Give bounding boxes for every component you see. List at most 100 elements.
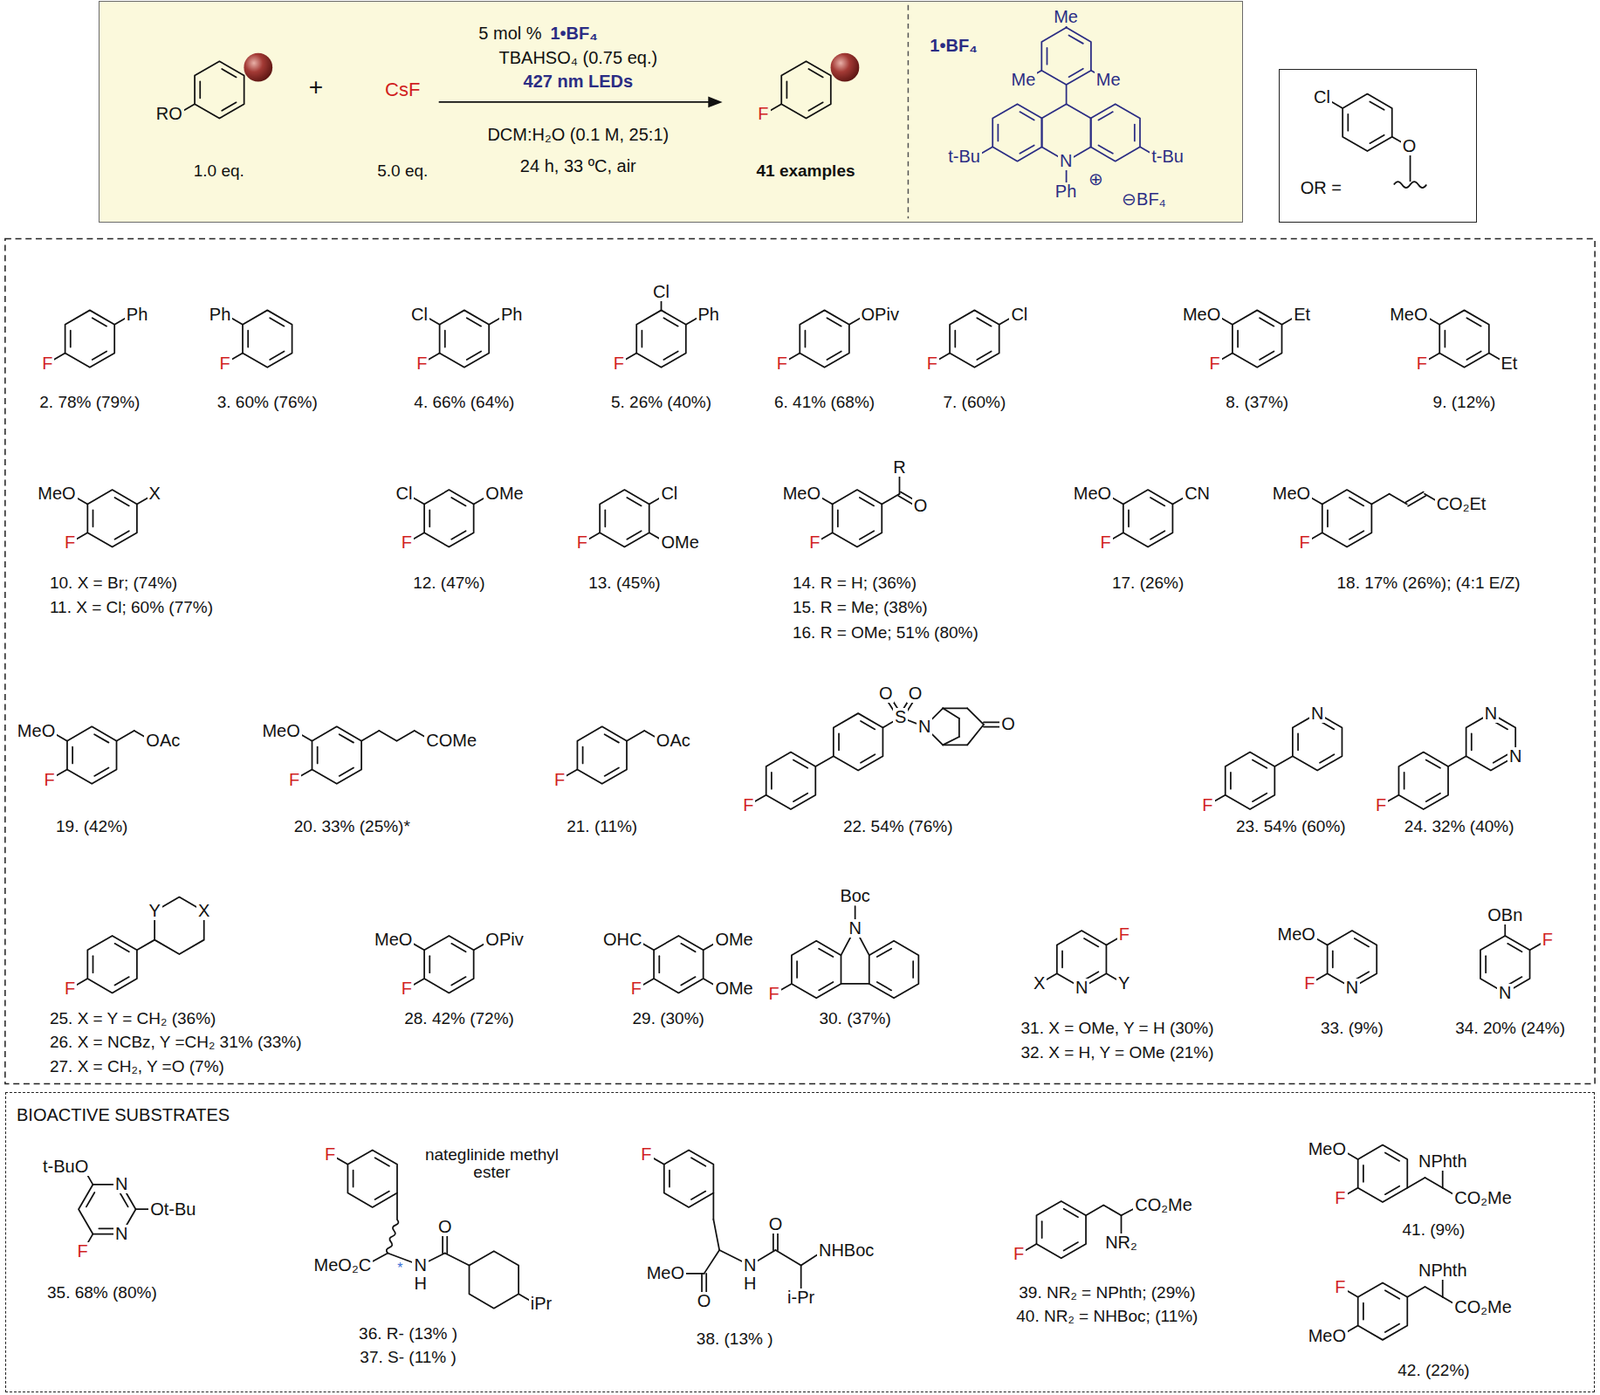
atom-label: Cl xyxy=(409,305,430,324)
examples-count: 41 examples xyxy=(754,162,857,180)
fluorine-label: F xyxy=(40,354,55,373)
bond-line xyxy=(604,509,606,527)
bond-line xyxy=(316,747,319,764)
atom-label: MeO xyxy=(35,484,77,503)
bond-line xyxy=(691,1191,706,1200)
atom-label: CN xyxy=(1182,484,1212,503)
fluorine-label: F xyxy=(287,770,302,790)
atom-label: t-BuO xyxy=(41,1157,90,1176)
catalyst-label: Me xyxy=(1094,70,1123,90)
atom-label: O xyxy=(767,1215,785,1234)
atom-label: N xyxy=(846,919,863,938)
yield-caption: 29. (30%) xyxy=(631,1009,707,1028)
bond-line xyxy=(114,530,129,539)
atom-label: H xyxy=(741,1274,758,1293)
atom-label: S xyxy=(892,707,908,727)
bond-line xyxy=(663,351,678,360)
atom-label: CO₂Et xyxy=(1435,494,1489,514)
yield-caption: 22. 54% (76%) xyxy=(841,817,955,836)
yield-caption: 42. (22%) xyxy=(1395,1361,1471,1380)
bond-line xyxy=(1019,111,1034,120)
bond-line xyxy=(775,1249,801,1266)
bond-line xyxy=(339,734,354,742)
bond-line xyxy=(1098,111,1113,120)
ring-bonds xyxy=(1322,489,1373,547)
ring-bonds xyxy=(87,489,138,547)
bond-line xyxy=(1406,492,1424,503)
yield-caption: 1.0 eq. xyxy=(192,162,247,180)
bond-line xyxy=(1150,497,1165,506)
atom-label: MeO xyxy=(1387,305,1429,324)
bond-line xyxy=(680,976,695,985)
atom-label: OAc xyxy=(654,731,693,750)
bond-line xyxy=(859,497,874,506)
bond-line xyxy=(114,976,129,985)
bond-line xyxy=(1229,772,1232,790)
bond-line xyxy=(1064,1242,1079,1250)
fluorine-label: F xyxy=(552,770,567,790)
atom-label: O xyxy=(999,714,1017,734)
bond-line xyxy=(668,1170,671,1188)
fluorine-label: F xyxy=(1302,974,1317,993)
bond-line xyxy=(1466,351,1481,360)
bond-line xyxy=(954,330,956,348)
bond-line xyxy=(942,707,960,719)
atom-label: OMe xyxy=(659,533,701,552)
stereo-mark: * xyxy=(395,1261,405,1277)
bond-line xyxy=(466,317,481,326)
bond-line xyxy=(1064,1208,1079,1217)
bond-line xyxy=(451,530,466,539)
bond-line xyxy=(397,730,415,742)
atom-label: Cl xyxy=(651,282,672,302)
bond-line xyxy=(94,767,109,776)
fluorine-label: F xyxy=(399,979,414,998)
bond-line xyxy=(837,733,840,750)
atom-label: R xyxy=(891,458,907,477)
wavy-attachment xyxy=(1393,181,1427,188)
bond-line xyxy=(1507,943,1522,952)
bond-line xyxy=(137,940,155,951)
bond-line xyxy=(445,1253,470,1266)
yield-caption: 7. (60%) xyxy=(940,393,1008,412)
catalyst-name: 1•BF₄ xyxy=(548,24,599,43)
bond-line xyxy=(1369,101,1384,110)
yield-caption: 13. (45%) xyxy=(586,574,662,592)
yield-caption: 6. 41% (68%) xyxy=(772,393,877,412)
bond-line xyxy=(942,736,960,745)
bond-line xyxy=(1385,1290,1400,1298)
bond-line xyxy=(1046,48,1049,65)
yield-caption: 37. S- (11% ) xyxy=(357,1348,459,1367)
yield-caption: 26. X = NCBz, Y =CH₂ 31% (33%) xyxy=(48,1033,304,1051)
yield-caption: 33. (9%) xyxy=(1318,1019,1386,1037)
bond-line xyxy=(860,754,875,763)
bond-line xyxy=(1385,1186,1400,1195)
bond-line xyxy=(1371,494,1389,505)
atom-label: N xyxy=(1344,978,1360,997)
atom-label: OPiv xyxy=(859,305,901,324)
bond-line xyxy=(428,509,431,527)
bond-line xyxy=(958,718,961,737)
atom-label: N xyxy=(1507,747,1524,766)
ring-bonds xyxy=(439,309,490,367)
atom-label: O xyxy=(912,496,930,516)
atom-label: N xyxy=(1309,704,1326,723)
bond-line xyxy=(1466,317,1481,326)
substituent-ball xyxy=(830,53,860,83)
atom-label: MeO xyxy=(372,930,414,949)
bond-line xyxy=(1369,135,1384,144)
fluorine-label: F xyxy=(218,354,233,373)
bond-line xyxy=(808,102,823,110)
fluorine-label: F xyxy=(1414,354,1429,373)
atom-label: Ot-Bu xyxy=(148,1200,198,1219)
yield-caption: 4. 66% (64%) xyxy=(412,393,516,412)
molecule-bonds xyxy=(47,17,1548,1340)
bond-line xyxy=(92,317,107,326)
fluorine-label: F xyxy=(1540,930,1555,949)
bond-line xyxy=(1150,530,1165,539)
atom-label: N xyxy=(1073,978,1090,997)
bond-line xyxy=(221,68,236,77)
fluorine-label: F xyxy=(629,979,644,998)
yield-caption: 39. NR₂ = NPhth; (29%) xyxy=(1016,1284,1197,1302)
bond-line xyxy=(396,1193,399,1220)
